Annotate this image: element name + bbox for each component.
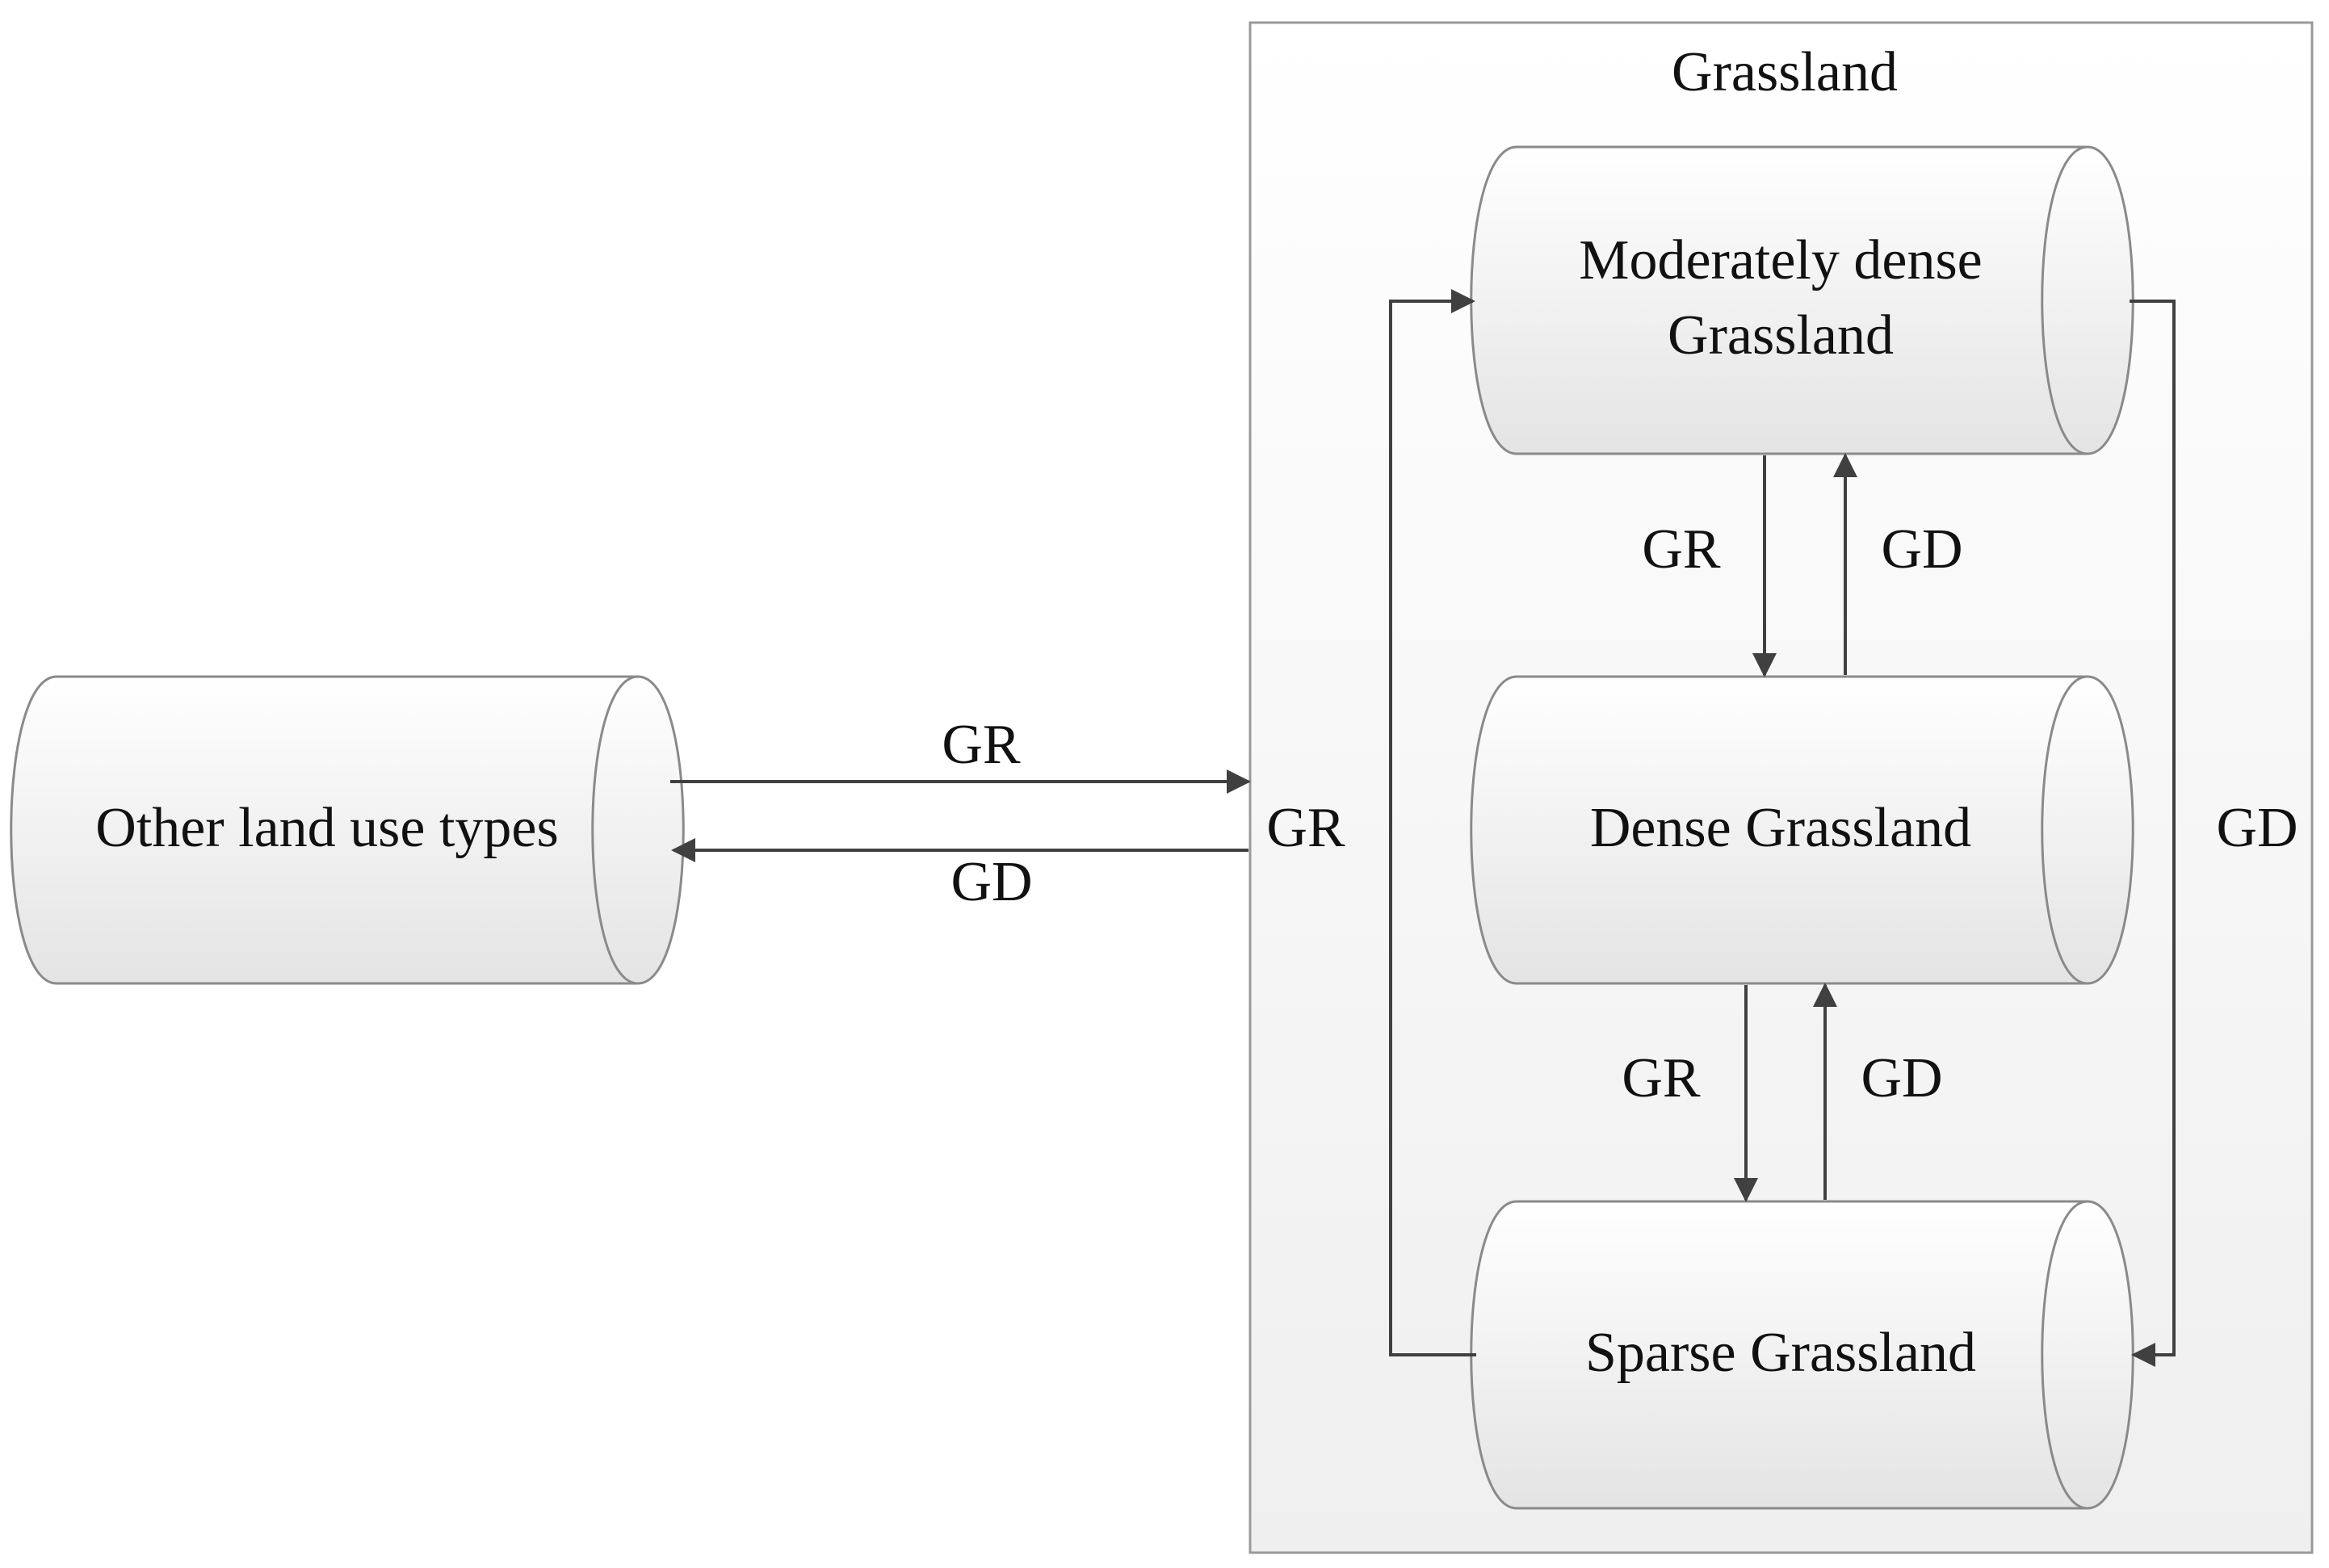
edge-label-entry: GR [1266, 797, 1345, 859]
edge-label-moderate-to-sparse: GD [2216, 797, 2298, 859]
node-moderately-dense-grassland: Moderately dense Grassland [1470, 145, 2134, 455]
node-dense-grassland: Dense Grassland [1470, 675, 2134, 985]
edge-label-moderate-to-dense: GR [1642, 518, 1721, 581]
edge-label-grassland-to-other: GD [950, 851, 1032, 913]
node-sparse-grassland: Sparse Grassland [1470, 1200, 2134, 1510]
node-other-label: Other land use types [95, 797, 558, 859]
edge-label-dense-to-sparse: GR [1622, 1047, 1701, 1109]
node-moderate-label-line1: Moderately dense [1579, 229, 1983, 291]
edge-label-sparse-to-dense: GD [1861, 1047, 1942, 1109]
arrow-sparse-to-moderate [1389, 289, 1476, 1356]
node-other-land-use: Other land use types [10, 675, 685, 985]
edge-label-dense-to-moderate: GD [1881, 518, 1962, 581]
arrow-moderate-to-sparse [2130, 300, 2176, 1367]
edge-label-other-to-grassland: GR [942, 714, 1021, 776]
grassland-group-title: Grassland [1672, 41, 1898, 103]
node-dense-label: Dense Grassland [1590, 797, 1971, 859]
node-moderate-label-line2: Grassland [1668, 304, 1894, 367]
node-sparse-label: Sparse Grassland [1585, 1322, 1976, 1384]
